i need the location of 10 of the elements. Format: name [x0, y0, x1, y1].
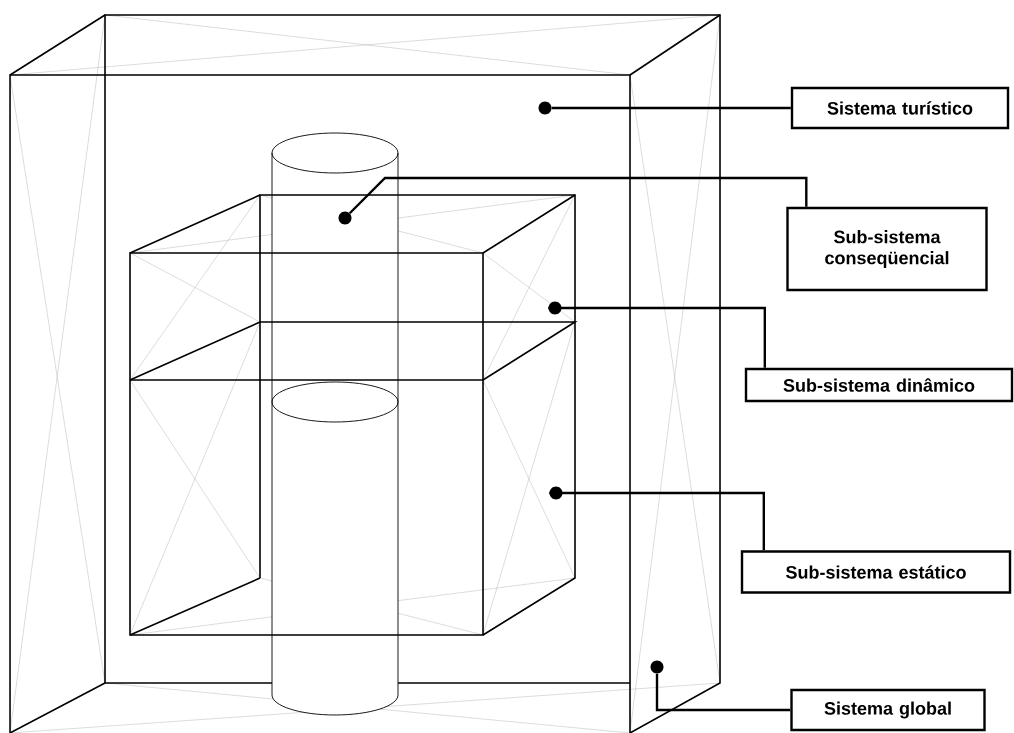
leader-line	[549, 491, 765, 551]
leader-line	[655, 673, 791, 712]
leader-line	[548, 306, 766, 368]
leader-line	[551, 106, 791, 110]
label-box: Sistema global	[790, 688, 986, 732]
label-box: Sub-sistema conseqüencial	[786, 206, 988, 292]
label-box: Sistema turístico	[790, 86, 1010, 130]
label-box: Sub-sistema dinâmico	[744, 367, 1014, 403]
leader-line	[348, 176, 808, 215]
label-box: Sub-sistema estático	[740, 550, 1012, 594]
